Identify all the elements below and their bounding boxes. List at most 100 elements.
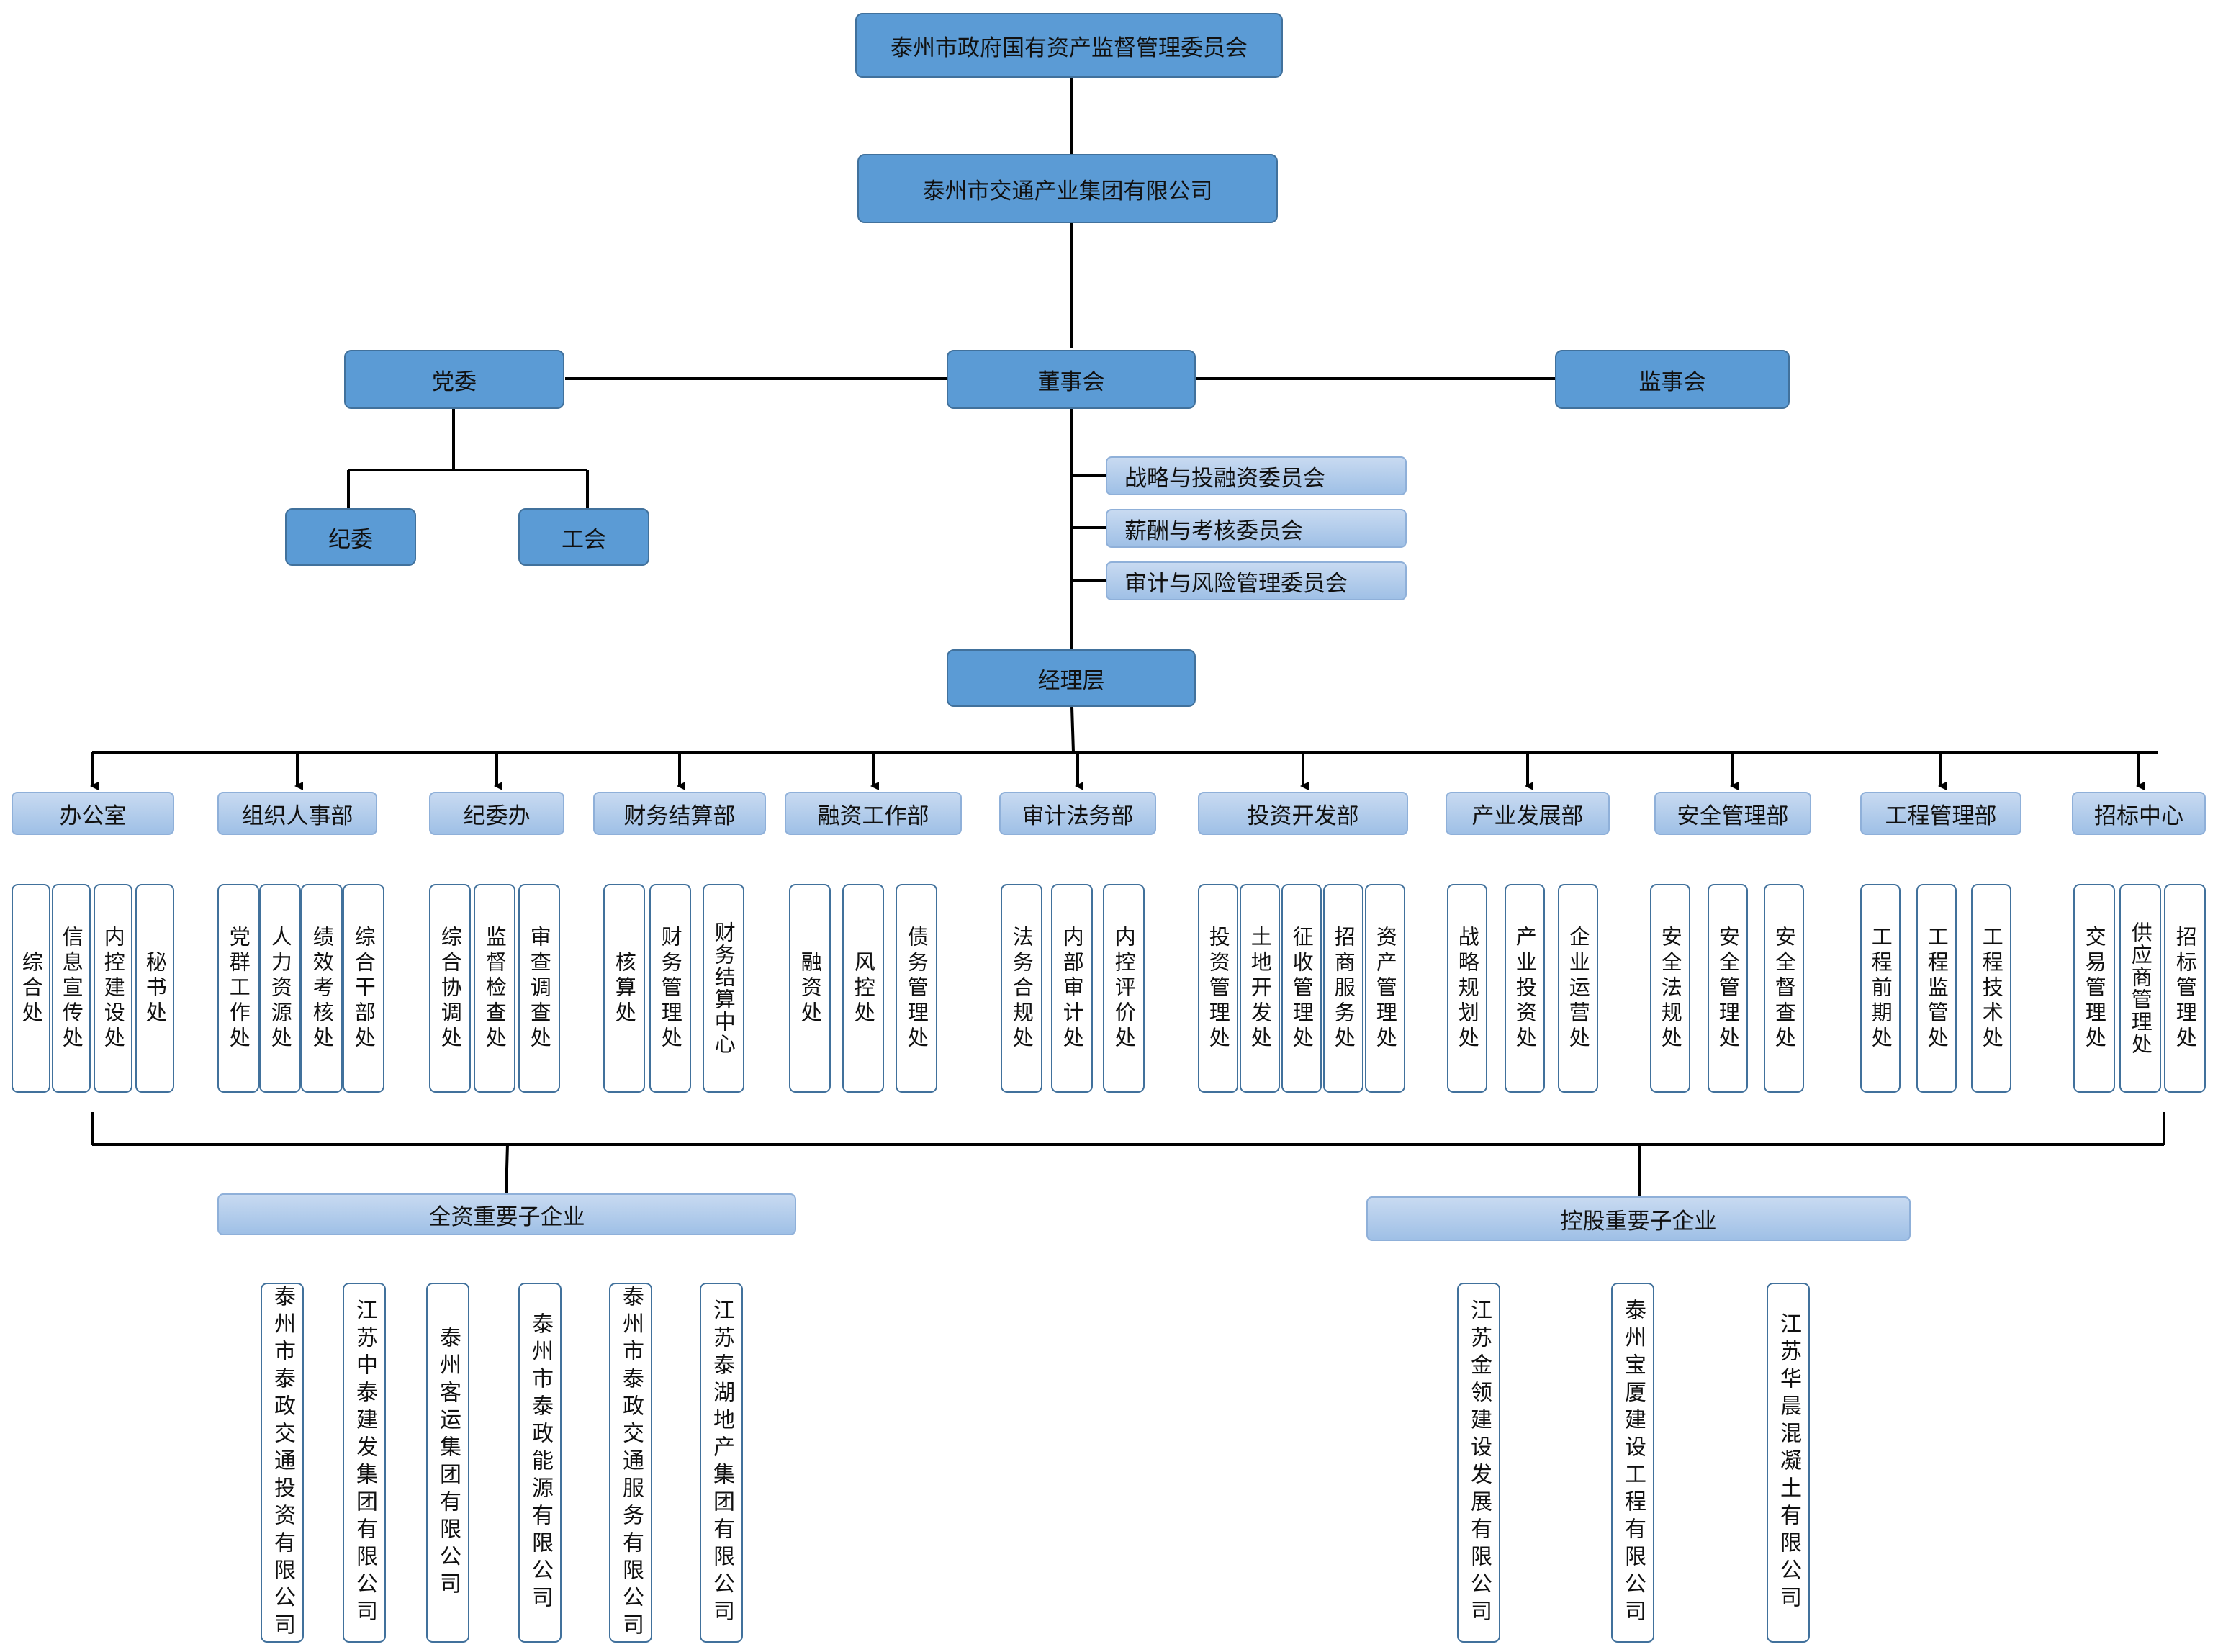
- unit-box: 投资管理处: [1198, 884, 1238, 1093]
- unit-box: 绩效考核处: [301, 884, 343, 1093]
- unit-label: 人力资源处: [268, 925, 293, 1052]
- unit-box: 内控建设处: [94, 884, 132, 1093]
- unit-label: 融资处: [798, 950, 823, 1026]
- subsidiary-company: 泰州市泰政交通服务有限公司: [609, 1283, 652, 1643]
- unit-label: 财务结算中心: [711, 921, 736, 1055]
- unit-box: 财务管理处: [649, 884, 691, 1093]
- unit-label: 招商服务处: [1331, 925, 1356, 1052]
- unit-box: 企业运营处: [1558, 884, 1598, 1093]
- unit-box: 招商服务处: [1323, 884, 1363, 1093]
- holding-header: 控股重要子企业: [1366, 1196, 1911, 1241]
- unit-box: 产业投资处: [1505, 884, 1545, 1093]
- unit-label: 秘书处: [143, 950, 168, 1026]
- unit-box: 融资处: [789, 884, 831, 1093]
- department-1: 组织人事部: [217, 792, 377, 835]
- unit-box: 内控评价处: [1103, 884, 1145, 1093]
- unit-label: 债务管理处: [904, 925, 929, 1052]
- unit-label: 产业投资处: [1513, 925, 1538, 1052]
- unit-box: 债务管理处: [896, 884, 937, 1093]
- unit-box: 审查调查处: [518, 884, 560, 1093]
- company-name: 江苏金领建设发展有限公司: [1466, 1299, 1492, 1627]
- unit-label: 内部审计处: [1060, 925, 1085, 1052]
- unit-label: 核算处: [612, 950, 637, 1026]
- unit-box: 安全法规处: [1650, 884, 1690, 1093]
- unit-label: 党群工作处: [226, 925, 251, 1052]
- committee-compensation: 薪酬与考核委员会: [1106, 509, 1407, 548]
- unit-box: 风控处: [842, 884, 884, 1093]
- unit-label: 交易管理处: [2082, 925, 2107, 1052]
- subsidiary-company: 泰州客运集团有限公司: [426, 1283, 469, 1643]
- unit-label: 风控处: [851, 950, 876, 1026]
- unit-label: 综合干部处: [351, 925, 377, 1052]
- unit-box: 供应商管理处: [2119, 884, 2161, 1093]
- board-box: 董事会: [947, 350, 1196, 409]
- unit-label: 综合协调处: [438, 925, 463, 1052]
- unit-label: 工程前期处: [1868, 925, 1893, 1052]
- department-10: 招标中心: [2072, 792, 2206, 835]
- unit-label: 企业运营处: [1566, 925, 1591, 1052]
- unit-box: 工程监管处: [1916, 884, 1957, 1093]
- wholly-owned-header: 全资重要子企业: [217, 1193, 796, 1235]
- department-3: 财务结算部: [593, 792, 766, 835]
- unit-box: 综合协调处: [429, 884, 471, 1093]
- company-name: 泰州市泰政交通服务有限公司: [618, 1285, 644, 1640]
- subsidiary-company: 泰州市泰政交通投资有限公司: [261, 1283, 304, 1643]
- unit-box: 监督检查处: [474, 884, 515, 1093]
- unit-box: 内部审计处: [1051, 884, 1093, 1093]
- unit-label: 资产管理处: [1373, 925, 1398, 1052]
- party-committee-box: 党委: [344, 350, 564, 409]
- company-name: 泰州市泰政交通投资有限公司: [270, 1285, 295, 1640]
- company-name: 江苏中泰建发集团有限公司: [352, 1299, 377, 1627]
- unit-label: 供应商管理处: [2128, 921, 2153, 1055]
- unit-label: 综合处: [19, 950, 44, 1026]
- unit-label: 征收管理处: [1289, 925, 1315, 1052]
- company-name: 泰州宝厦建设工程有限公司: [1620, 1299, 1646, 1627]
- subsidiary-company: 江苏金领建设发展有限公司: [1457, 1283, 1500, 1643]
- unit-label: 内控建设处: [101, 925, 126, 1052]
- trade-union-box: 工会: [518, 508, 649, 566]
- unit-label: 法务合规处: [1009, 925, 1034, 1052]
- unit-box: 法务合规处: [1001, 884, 1042, 1093]
- department-5: 审计法务部: [999, 792, 1156, 835]
- subsidiary-company: 江苏中泰建发集团有限公司: [343, 1283, 386, 1643]
- subsidiary-company: 泰州宝厦建设工程有限公司: [1611, 1283, 1654, 1643]
- unit-label: 招标管理处: [2173, 925, 2198, 1052]
- unit-label: 战略规划处: [1455, 925, 1480, 1052]
- unit-label: 土地开发处: [1248, 925, 1273, 1052]
- unit-label: 审查调查处: [527, 925, 552, 1052]
- unit-box: 征收管理处: [1281, 884, 1322, 1093]
- unit-box: 交易管理处: [2073, 884, 2115, 1093]
- committee-audit-risk: 审计与风险管理委员会: [1106, 561, 1407, 600]
- unit-box: 安全管理处: [1708, 884, 1748, 1093]
- unit-label: 投资管理处: [1206, 925, 1231, 1052]
- unit-label: 信息宣传处: [59, 925, 84, 1052]
- unit-label: 内控评价处: [1112, 925, 1137, 1052]
- department-2: 纪委办: [429, 792, 564, 835]
- unit-box: 安全督查处: [1764, 884, 1804, 1093]
- unit-box: 核算处: [603, 884, 645, 1093]
- company-name: 泰州市泰政能源有限公司: [528, 1312, 553, 1613]
- unit-label: 安全法规处: [1658, 925, 1683, 1052]
- group-company-box: 泰州市交通产业集团有限公司: [857, 154, 1278, 223]
- unit-label: 监督检查处: [482, 925, 508, 1052]
- subsidiary-company: 泰州市泰政能源有限公司: [518, 1283, 562, 1643]
- unit-box: 土地开发处: [1240, 884, 1280, 1093]
- unit-label: 财务管理处: [658, 925, 683, 1052]
- committee-strategy: 战略与投融资委员会: [1106, 456, 1407, 495]
- unit-label: 工程技术处: [1979, 925, 2004, 1052]
- unit-box: 秘书处: [135, 884, 174, 1093]
- department-6: 投资开发部: [1198, 792, 1408, 835]
- department-8: 安全管理部: [1654, 792, 1811, 835]
- unit-label: 工程监管处: [1924, 925, 1949, 1052]
- company-name: 泰州客运集团有限公司: [436, 1326, 461, 1599]
- subsidiary-company: 江苏泰湖地产集团有限公司: [700, 1283, 743, 1643]
- unit-box: 党群工作处: [217, 884, 259, 1093]
- department-9: 工程管理部: [1860, 792, 2021, 835]
- sasac-box: 泰州市政府国有资产监督管理委员会: [855, 13, 1283, 78]
- unit-box: 综合干部处: [343, 884, 384, 1093]
- unit-box: 人力资源处: [259, 884, 301, 1093]
- discipline-committee-box: 纪委: [285, 508, 416, 566]
- unit-box: 战略规划处: [1447, 884, 1487, 1093]
- unit-box: 招标管理处: [2164, 884, 2206, 1093]
- unit-box: 资产管理处: [1365, 884, 1405, 1093]
